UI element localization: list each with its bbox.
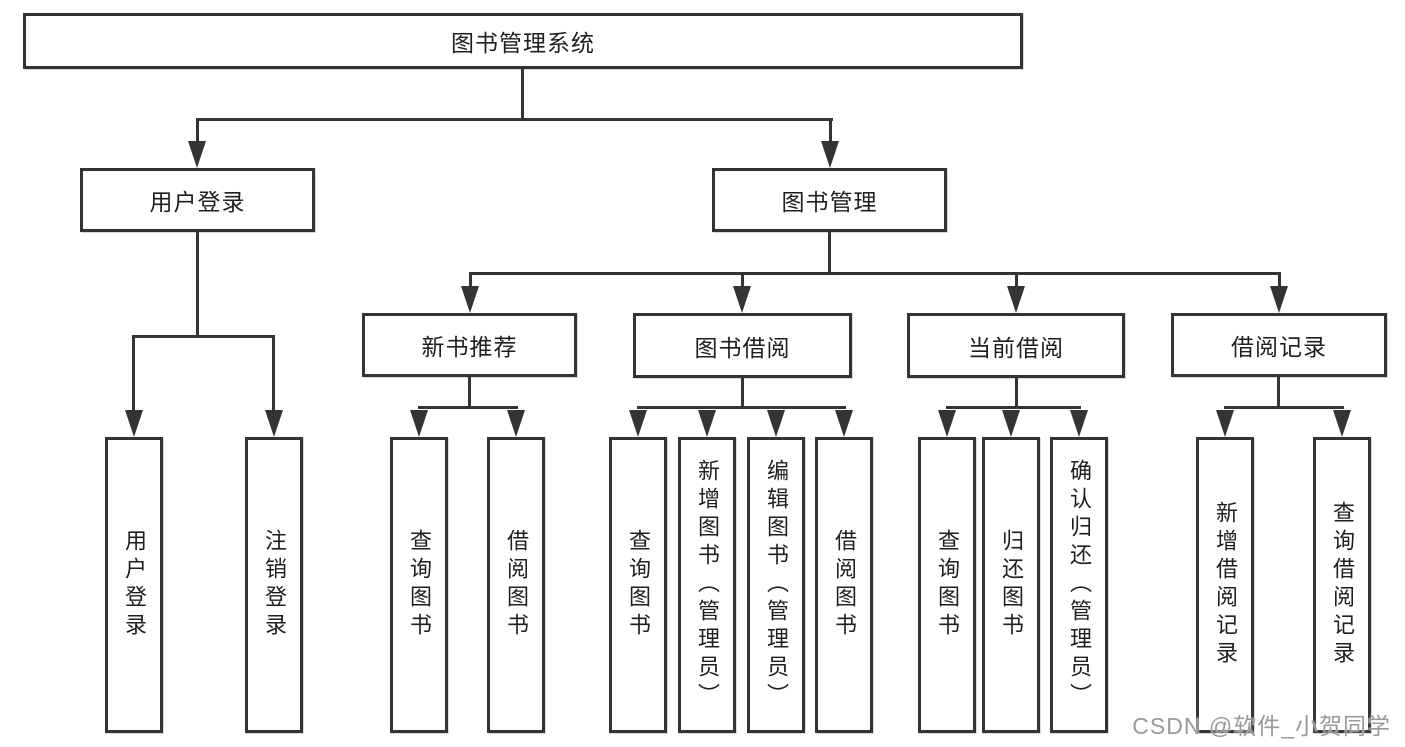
arrow-down-icon <box>1007 286 1025 313</box>
leaf-query-books-borrow: 查询图书 <box>609 437 667 733</box>
node-label: 当前借阅 <box>968 334 1064 361</box>
leaf-label: 用户登录 <box>122 529 147 641</box>
arrow-down-icon <box>461 286 479 313</box>
leaf-label: 查询图书 <box>935 529 960 641</box>
connector <box>1015 272 1018 288</box>
arrow-down-icon <box>1270 286 1288 313</box>
leaf-label: 借阅图书 <box>504 529 529 641</box>
arrow-down-icon <box>821 141 839 168</box>
connector <box>828 232 831 274</box>
node-current-borrowing: 当前借阅 <box>907 313 1125 378</box>
leaf-label: 编辑图书（管理员） <box>764 459 789 711</box>
arrow-down-icon <box>767 410 785 437</box>
arrow-down-icon <box>629 410 647 437</box>
node-user-login: 用户登录 <box>80 168 315 232</box>
node-label: 图书管理系统 <box>451 30 595 56</box>
connector <box>1224 406 1344 409</box>
connector <box>741 272 744 288</box>
connector <box>1015 378 1018 408</box>
leaf-return-books: 归还图书 <box>982 437 1040 733</box>
arrow-down-icon <box>507 410 525 437</box>
leaf-borrow-books-recommend: 借阅图书 <box>487 437 545 733</box>
connector <box>469 272 472 288</box>
node-label: 用户登录 <box>149 189 246 215</box>
leaf-add-books-admin: 新增图书（管理员） <box>678 437 736 733</box>
node-book-borrowing: 图书借阅 <box>633 313 852 378</box>
node-label: 借阅记录 <box>1231 334 1327 360</box>
connector <box>196 232 199 338</box>
leaf-query-books-recommend: 查询图书 <box>390 437 448 733</box>
leaf-label: 查询图书 <box>626 529 651 641</box>
connector <box>946 406 1081 409</box>
arrow-down-icon <box>125 410 143 437</box>
connector <box>1277 377 1280 408</box>
connector <box>468 377 471 408</box>
node-new-book-recommendation: 新书推荐 <box>362 313 577 377</box>
node-label: 图书管理 <box>781 189 878 215</box>
arrow-down-icon <box>938 410 956 437</box>
node-borrowing-records: 借阅记录 <box>1171 313 1387 377</box>
arrow-down-icon <box>835 410 853 437</box>
connector <box>469 272 1281 275</box>
node-label: 新书推荐 <box>421 334 518 360</box>
arrow-down-icon <box>1002 410 1020 437</box>
leaf-logout: 注销登录 <box>245 437 303 733</box>
connector <box>132 335 135 412</box>
leaf-label: 新增借阅记录 <box>1213 501 1238 669</box>
arrow-down-icon <box>188 141 206 168</box>
leaf-add-borrow-record: 新增借阅记录 <box>1196 437 1254 733</box>
node-book-management: 图书管理 <box>712 168 947 232</box>
connector <box>521 69 524 119</box>
arrow-down-icon <box>1070 410 1088 437</box>
node-label: 图书借阅 <box>694 334 791 361</box>
connector <box>272 335 275 412</box>
leaf-query-borrow-record: 查询借阅记录 <box>1313 437 1371 733</box>
leaf-label: 注销登录 <box>262 529 287 641</box>
arrow-down-icon <box>698 410 716 437</box>
leaf-confirm-return-admin: 确认归还（管理员） <box>1050 437 1108 733</box>
arrow-down-icon <box>265 410 283 437</box>
leaf-label: 新增图书（管理员） <box>695 459 720 711</box>
leaf-user-login: 用户登录 <box>105 437 163 733</box>
connector <box>196 118 199 144</box>
arrow-down-icon <box>410 410 428 437</box>
leaf-label: 查询图书 <box>407 529 432 641</box>
connector <box>197 118 833 121</box>
leaf-label: 归还图书 <box>999 529 1024 641</box>
leaf-label: 查询借阅记录 <box>1330 501 1355 669</box>
csdn-watermark: CSDN @软件_小贺同学 <box>1132 713 1391 739</box>
connector <box>132 335 275 338</box>
connector <box>741 378 744 408</box>
connector <box>418 406 518 409</box>
leaf-label: 借阅图书 <box>832 529 857 641</box>
leaf-borrow-books: 借阅图书 <box>815 437 873 733</box>
connector <box>1278 272 1281 288</box>
leaf-query-books-current: 查询图书 <box>918 437 976 733</box>
arrow-down-icon <box>733 286 751 313</box>
connector <box>829 118 832 144</box>
connector <box>637 406 846 409</box>
arrow-down-icon <box>1333 410 1351 437</box>
leaf-edit-books-admin: 编辑图书（管理员） <box>747 437 805 733</box>
arrow-down-icon <box>1216 410 1234 437</box>
leaf-label: 确认归还（管理员） <box>1067 459 1092 711</box>
node-library-system: 图书管理系统 <box>23 13 1023 69</box>
